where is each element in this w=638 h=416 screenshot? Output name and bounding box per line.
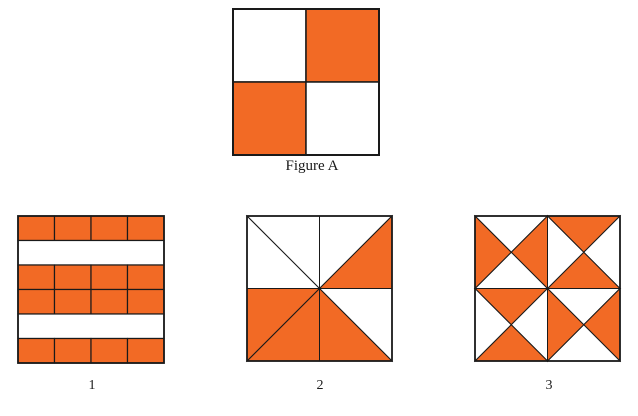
figure-1-brick [17,264,56,291]
figure-2-triangles [245,214,394,363]
figure-1-blank-band [17,313,165,340]
figure-1-brick [126,337,165,364]
figure-1-brick [53,337,92,364]
figure-2-border [246,215,393,362]
figure-2-caption: 2 [316,378,324,393]
figure-1-brick [53,288,92,315]
figure-1-brick [90,337,129,364]
figure-3-caption: 3 [545,378,553,393]
figure-1-caption: 1 [88,378,96,393]
figure-a [232,8,380,156]
figure-1-brick [53,215,92,242]
figure-1-brick [17,288,56,315]
figure-a-caption: Figure A [285,158,339,174]
figure-1-border [17,215,165,364]
figure-3-border [474,215,621,362]
figure-1-brick [90,264,129,291]
figure-1-brick [53,264,92,291]
figure-a-cell-top-left [232,8,307,83]
figure-a-border [232,8,380,156]
figure-1-brick [90,288,129,315]
figure-a-cell-top-right [305,8,380,83]
figure-3-triangle [547,214,585,290]
figure-1-bricks [17,215,165,364]
figure-1-blank-band [17,239,165,266]
figure-1-brick [17,215,56,242]
figure-1-brick [90,215,129,242]
figure-1-brick [17,337,56,364]
figure-3-triangle [547,287,585,363]
figure-a-cell-bottom-right [305,81,380,156]
figure-3-triangles [473,214,622,363]
figure-a-cell-bottom-left [232,81,307,156]
figure-1-brick [126,215,165,242]
figure-1-brick [126,288,165,315]
figure-1-brick [126,264,165,291]
